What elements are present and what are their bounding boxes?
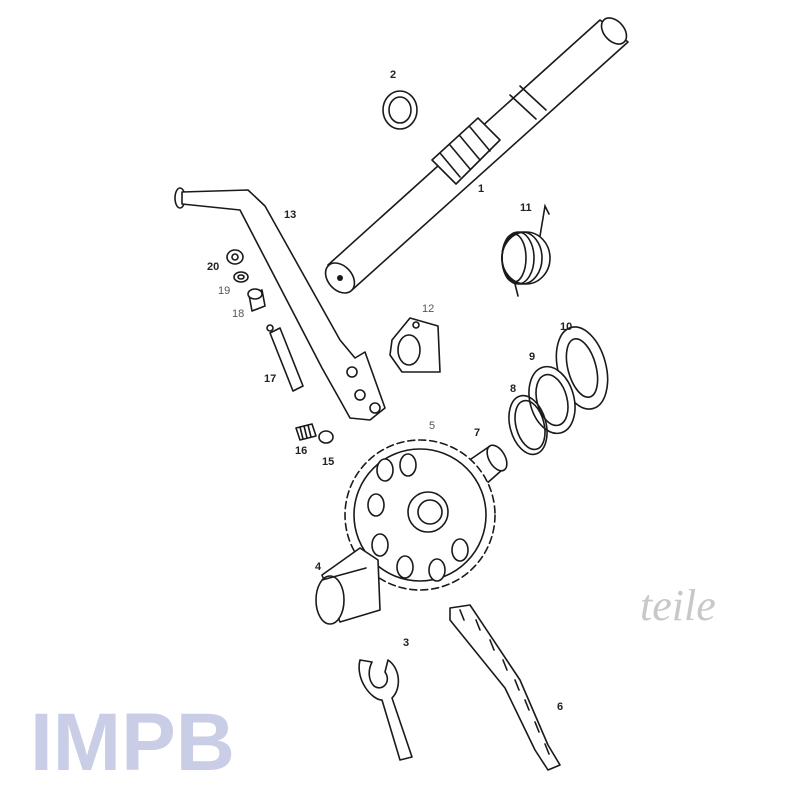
part-18-bush-small xyxy=(247,288,266,312)
label-17: 17 xyxy=(264,373,276,385)
part-1-kickstart-shaft xyxy=(324,17,629,294)
label-9: 9 xyxy=(529,351,535,363)
part-labels: 1 2 3 4 5 6 7 8 9 10 11 12 13 15 16 17 1… xyxy=(207,69,572,713)
label-12: 12 xyxy=(422,303,434,315)
part-4-bushing xyxy=(315,547,381,625)
label-19: 19 xyxy=(218,285,230,297)
part-2-ring xyxy=(382,90,418,130)
watermark-main: IMPB xyxy=(30,697,235,788)
label-16: 16 xyxy=(295,445,307,457)
part-17-pin xyxy=(266,324,304,392)
part-15-ball xyxy=(318,430,334,444)
label-5: 5 xyxy=(429,420,435,432)
part-19-washer-small xyxy=(233,271,249,283)
label-6: 6 xyxy=(557,701,563,713)
part-3-fork-tool xyxy=(358,659,413,761)
label-3: 3 xyxy=(403,637,409,649)
label-13: 13 xyxy=(284,209,296,221)
label-4: 4 xyxy=(315,561,322,573)
part-6-chain xyxy=(449,604,561,771)
label-2: 2 xyxy=(390,69,396,81)
part-20-nut xyxy=(226,249,244,265)
part-16-spring-small xyxy=(295,423,317,441)
label-1: 1 xyxy=(478,183,484,195)
label-20: 20 xyxy=(207,261,219,273)
label-18: 18 xyxy=(232,308,244,320)
label-10: 10 xyxy=(560,321,572,333)
label-7: 7 xyxy=(474,427,480,439)
part-8-circlip xyxy=(508,394,548,456)
part-9-washer xyxy=(528,365,576,435)
watermark: IMPB teile xyxy=(30,581,716,788)
label-8: 8 xyxy=(510,383,516,395)
watermark-sub: teile xyxy=(640,581,716,630)
label-15: 15 xyxy=(322,456,334,468)
part-13-kickstart-lever xyxy=(174,187,386,421)
label-11: 11 xyxy=(520,202,532,214)
part-11-return-spring xyxy=(501,203,551,297)
part-10-washer-large xyxy=(555,326,609,410)
part-12-stop-block xyxy=(389,317,441,373)
part-5-sprocket xyxy=(344,439,496,591)
